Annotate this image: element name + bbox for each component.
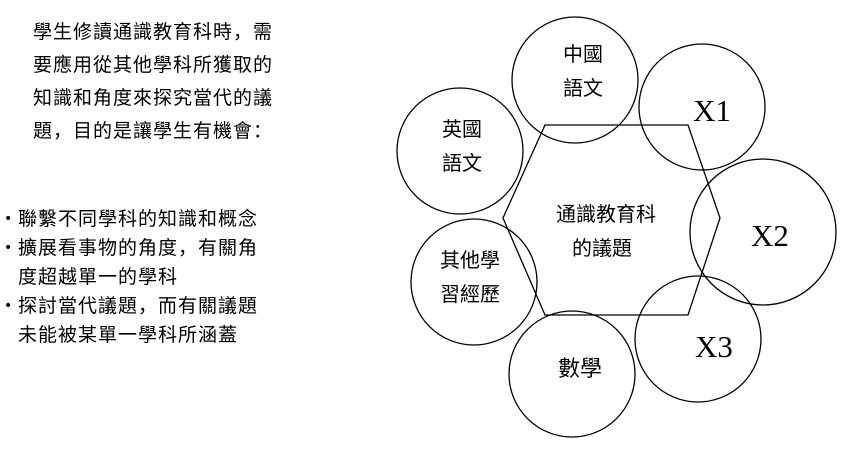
circle-chinese (511, 16, 639, 144)
objectives-list: • 聯繫不同學科的知識和概念 • 擴展看事物的角度，有關角 度超越單一的學科 •… (4, 205, 374, 350)
circle-x3 (634, 275, 762, 403)
chinese-label: 語文 (563, 76, 603, 100)
objective-text: 聯繫不同學科的知識和概念 (18, 205, 374, 234)
center-label-line: 的議題 (572, 236, 632, 260)
objective-text: 擴展看事物的角度，有關角 度超越單一的學科 (18, 234, 374, 292)
objective-item: • 聯繫不同學科的知識和概念 (4, 205, 374, 234)
chinese-label: 中國 (563, 42, 603, 66)
intro-line: 知識和角度來探究當代的議 (33, 87, 274, 109)
objective-line: 探討當代議題，而有關議題 (18, 295, 259, 317)
english-label: 英國 (442, 117, 482, 141)
x1-label: X1 (693, 93, 731, 128)
bullet-icon: • (4, 240, 14, 256)
x2-label: X2 (751, 218, 789, 253)
circle-x1 (638, 43, 766, 171)
intro-paragraph: 學生修讀通識教育科時，需 要應用從其他學科所獲取的 知識和角度來探究當代的議 題… (33, 16, 363, 148)
intro-line: 題，目的是讓學生有機會： (33, 120, 274, 142)
circle-other (410, 218, 538, 346)
x3-label: X3 (695, 329, 733, 364)
intro-line: 學生修讀通識教育科時，需 (33, 21, 274, 43)
objective-item: • 擴展看事物的角度，有關角 度超越單一的學科 (4, 234, 374, 292)
center-label-line: 通識教育科 (556, 202, 656, 226)
objective-text: 探討當代議題，而有關議題 未能被某單一學科所涵蓋 (18, 292, 374, 350)
bullet-icon: • (4, 298, 14, 314)
math-label: 數學 (558, 357, 602, 382)
objective-item: • 探討當代議題，而有關議題 未能被某單一學科所涵蓋 (4, 292, 374, 350)
objective-line: 度超越單一的學科 (18, 266, 179, 288)
objective-line: 擴展看事物的角度，有關角 (18, 237, 259, 259)
objective-line: 聯繫不同學科的知識和概念 (18, 208, 259, 230)
circle-english (396, 87, 524, 215)
circle-math (508, 310, 636, 438)
circle-x2 (689, 158, 837, 306)
bullet-icon: • (4, 211, 14, 227)
intro-line: 要應用從其他學科所獲取的 (33, 54, 274, 76)
objective-line: 未能被某單一學科所涵蓋 (18, 324, 239, 346)
center-hexagon (502, 124, 721, 316)
other-label: 其他學 (440, 248, 500, 272)
other-label: 習經歷 (440, 282, 500, 306)
english-label: 語文 (442, 151, 482, 175)
